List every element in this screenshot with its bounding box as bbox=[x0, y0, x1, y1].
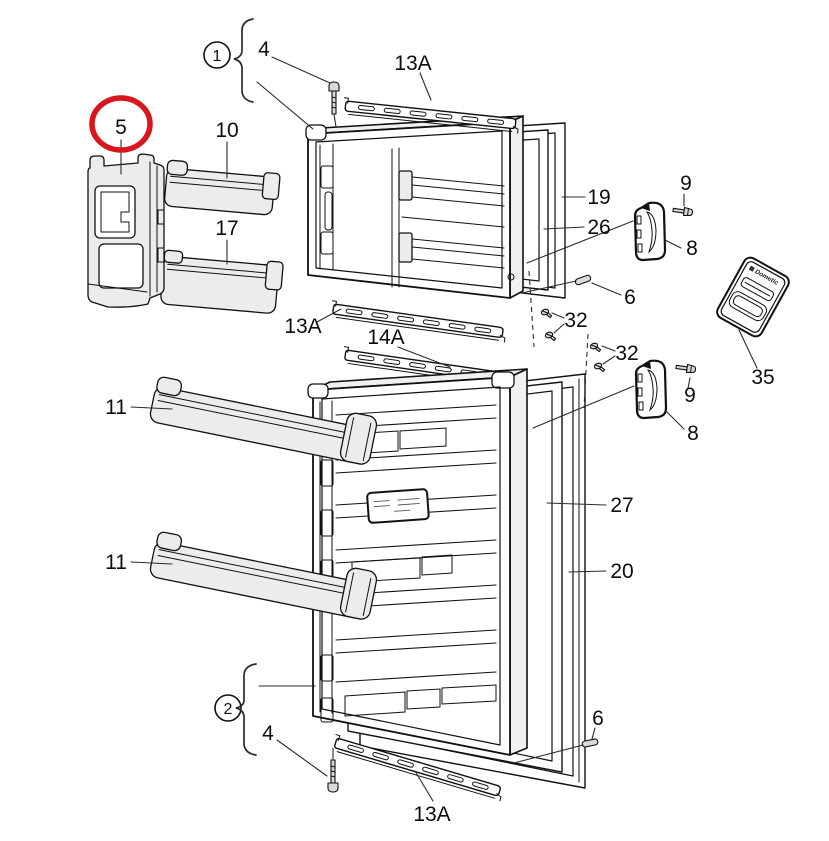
hinge-cover-8-lower bbox=[634, 359, 668, 420]
hinge-cover-8-upper bbox=[633, 201, 667, 262]
highlight-circle bbox=[89, 95, 153, 153]
hinge-pin-6-upper bbox=[573, 273, 593, 287]
label-part-27: 27 bbox=[610, 494, 633, 517]
assembly-marker-1: 1 bbox=[203, 18, 254, 103]
label-group-1: 1 bbox=[213, 48, 222, 65]
brand-logo-mark bbox=[748, 265, 755, 272]
label-part-6-lower: 6 bbox=[592, 707, 604, 730]
label-part-14a: 14A bbox=[367, 326, 404, 349]
part-number-labels: 4 13A 5 10 17 19 26 9 8 6 32 32 13A 14A … bbox=[105, 38, 775, 826]
screw-32-b1 bbox=[589, 341, 602, 353]
label-part-19: 19 bbox=[587, 186, 610, 209]
label-group-2: 2 bbox=[224, 701, 233, 718]
screw-4-top bbox=[328, 81, 340, 115]
label-part-11-lower: 11 bbox=[105, 551, 127, 574]
rating-label bbox=[366, 488, 430, 524]
label-part-13a-top: 13A bbox=[394, 52, 431, 75]
assembly-marker-2: 2 bbox=[214, 663, 257, 756]
label-part-20: 20 bbox=[610, 560, 633, 583]
label-part-26: 26 bbox=[587, 216, 610, 239]
label-part-32-b: 32 bbox=[615, 342, 638, 365]
label-part-5: 5 bbox=[115, 116, 127, 139]
freezer-door-panel bbox=[305, 115, 524, 299]
label-part-9-upper: 9 bbox=[680, 172, 692, 195]
label-part-10: 10 bbox=[215, 119, 238, 142]
trim-strip-13a-middle bbox=[329, 300, 508, 343]
screw-4-bottom bbox=[327, 759, 339, 793]
door-bin-10 bbox=[164, 159, 281, 216]
label-part-9-lower: 9 bbox=[684, 384, 696, 407]
label-part-35: 35 bbox=[751, 366, 774, 389]
label-part-17: 17 bbox=[215, 217, 238, 240]
label-part-8-upper: 8 bbox=[686, 237, 698, 260]
label-part-8-lower: 8 bbox=[687, 422, 699, 445]
label-part-13a-bottom: 13A bbox=[413, 803, 450, 826]
label-part-4-bottom: 4 bbox=[262, 722, 274, 745]
door-bin-17 bbox=[160, 249, 284, 314]
fridge-door-panel bbox=[307, 368, 528, 756]
label-part-11-upper: 11 bbox=[105, 396, 127, 419]
label-part-13a-mid: 13A bbox=[284, 315, 321, 338]
control-panel-35: Dometic bbox=[716, 256, 790, 338]
label-part-6-upper: 6 bbox=[624, 286, 636, 309]
screw-9-upper bbox=[672, 205, 694, 218]
leader-lines bbox=[120, 56, 758, 802]
screw-32-a1 bbox=[540, 307, 553, 319]
wall-bracket-5 bbox=[87, 153, 165, 308]
screw-9-lower bbox=[675, 362, 697, 375]
label-part-32-a: 32 bbox=[564, 309, 587, 332]
label-part-4-top: 4 bbox=[258, 38, 270, 61]
